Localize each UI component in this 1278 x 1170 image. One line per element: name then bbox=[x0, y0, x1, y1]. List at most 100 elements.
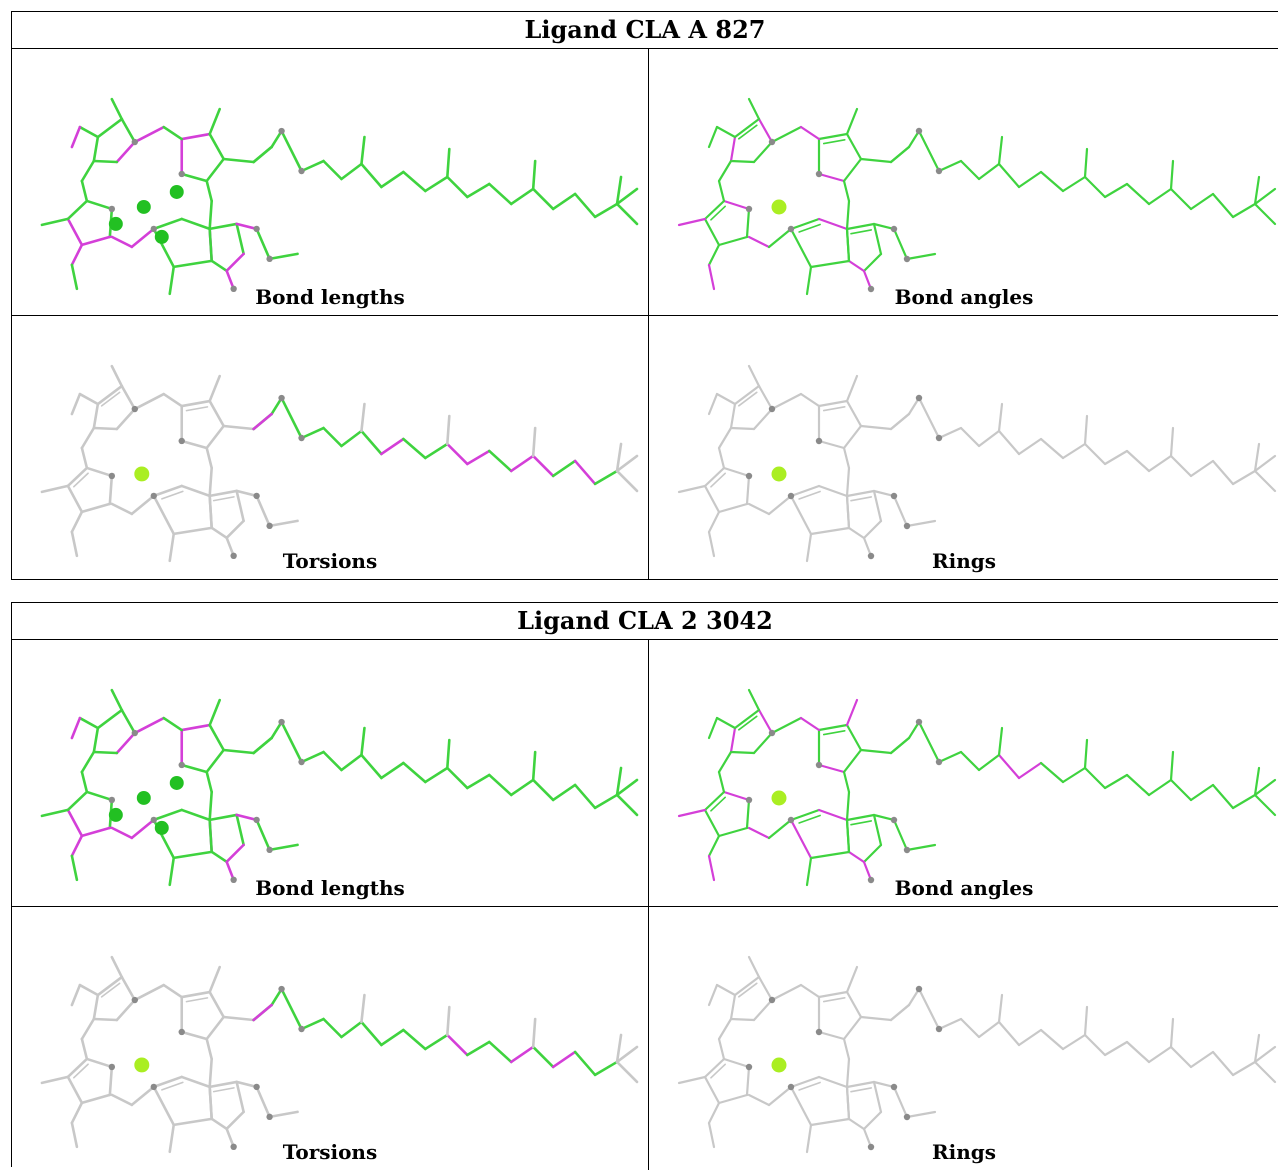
bond-line bbox=[997, 135, 1004, 166]
bond-line bbox=[40, 217, 70, 227]
bond-line bbox=[255, 227, 271, 261]
bond-line bbox=[789, 484, 821, 498]
bond-line bbox=[115, 140, 137, 164]
bond-line bbox=[845, 494, 851, 530]
bond-line bbox=[733, 117, 761, 139]
bond-line bbox=[1253, 793, 1277, 817]
bond-line bbox=[40, 808, 70, 818]
atom-grey bbox=[230, 552, 237, 560]
bond-line bbox=[703, 1057, 726, 1079]
bond-line bbox=[210, 259, 228, 273]
bond-line bbox=[892, 227, 909, 261]
bond-line bbox=[842, 1015, 863, 1041]
atom-grey bbox=[768, 405, 776, 413]
bond-line bbox=[162, 125, 184, 141]
bond-line bbox=[717, 446, 726, 470]
bond-line bbox=[615, 202, 639, 226]
bond-line bbox=[789, 808, 821, 822]
bond-line bbox=[937, 159, 963, 173]
bond-line bbox=[70, 1121, 79, 1149]
bond-line bbox=[809, 526, 851, 536]
cell-label: Rings bbox=[931, 549, 996, 573]
bond-line bbox=[1017, 170, 1043, 189]
bond-line bbox=[889, 145, 911, 164]
bond-line bbox=[531, 187, 555, 211]
atom-grey bbox=[108, 472, 116, 480]
bond-line bbox=[180, 763, 208, 774]
ion-sphere bbox=[154, 820, 169, 835]
bond-line bbox=[235, 489, 245, 523]
bond-line bbox=[717, 770, 726, 794]
atom-grey bbox=[253, 816, 260, 824]
bond-line bbox=[707, 1121, 716, 1149]
bond-line bbox=[120, 117, 137, 144]
bond-line bbox=[1169, 778, 1193, 802]
molecule-bond-angles bbox=[677, 688, 1277, 887]
bond-line bbox=[757, 708, 774, 735]
bond-line bbox=[1083, 766, 1107, 790]
bond-line bbox=[252, 412, 273, 431]
atom-grey bbox=[150, 816, 157, 824]
bond-line bbox=[1189, 192, 1215, 211]
bond-line bbox=[817, 990, 849, 999]
bond-line bbox=[70, 1101, 84, 1125]
ion-sphere bbox=[771, 1057, 787, 1073]
atom-grey bbox=[890, 225, 898, 233]
bond-line bbox=[845, 723, 863, 752]
bond-line bbox=[162, 392, 184, 408]
bond-line bbox=[255, 1085, 271, 1119]
bond-line bbox=[997, 429, 1021, 456]
bond-line bbox=[172, 1117, 213, 1127]
bond-line bbox=[162, 983, 184, 999]
bond-line bbox=[92, 1017, 119, 1022]
bond-line bbox=[905, 843, 937, 852]
bond-line bbox=[152, 808, 184, 822]
bond-line bbox=[162, 716, 184, 732]
bond-line bbox=[1103, 1040, 1129, 1057]
bond-line bbox=[340, 162, 363, 181]
bond-line bbox=[180, 1075, 211, 1089]
bond-line bbox=[120, 975, 137, 1002]
bond-line bbox=[210, 1117, 228, 1131]
bond-line bbox=[66, 466, 89, 488]
cell-bond-lengths: Bond lengths bbox=[12, 49, 649, 316]
bond-line bbox=[889, 1003, 911, 1022]
bond-line bbox=[212, 1087, 235, 1093]
bond-line bbox=[1231, 1060, 1257, 1077]
bond-line bbox=[872, 222, 896, 231]
cell-bond-angles: Bond angles bbox=[649, 640, 1278, 907]
bond-line bbox=[747, 502, 771, 516]
bond-line bbox=[892, 494, 909, 528]
bond-line bbox=[799, 716, 821, 732]
bond-line bbox=[322, 159, 343, 181]
bond-line bbox=[1039, 761, 1065, 784]
cell-torsions: Torsions bbox=[12, 907, 649, 1170]
bond-line bbox=[96, 384, 124, 406]
bond-line bbox=[703, 808, 721, 838]
atom-grey bbox=[108, 796, 116, 804]
bond-line bbox=[180, 399, 211, 408]
bond-line bbox=[1147, 1045, 1173, 1064]
atom-grey bbox=[131, 138, 139, 146]
bond-line bbox=[1169, 187, 1193, 211]
atom-grey bbox=[815, 761, 823, 769]
bond-line bbox=[80, 159, 96, 183]
atom-grey bbox=[278, 985, 285, 993]
bond-line bbox=[573, 783, 597, 810]
bond-line bbox=[997, 1020, 1021, 1047]
bond-line bbox=[446, 766, 469, 790]
bond-line bbox=[80, 770, 89, 794]
bond-line bbox=[859, 748, 893, 755]
bond-line bbox=[892, 1085, 909, 1119]
bond-line bbox=[842, 770, 851, 794]
bond-line bbox=[842, 157, 863, 183]
bond-line bbox=[710, 796, 726, 812]
atom-grey bbox=[867, 552, 875, 560]
bond-line bbox=[859, 424, 893, 431]
bond-line bbox=[120, 384, 137, 411]
molecule-bond-angles bbox=[677, 97, 1277, 296]
bond-line bbox=[225, 860, 235, 882]
bond-line bbox=[225, 519, 245, 540]
bond-line bbox=[997, 753, 1021, 780]
bond-line bbox=[1231, 469, 1257, 486]
